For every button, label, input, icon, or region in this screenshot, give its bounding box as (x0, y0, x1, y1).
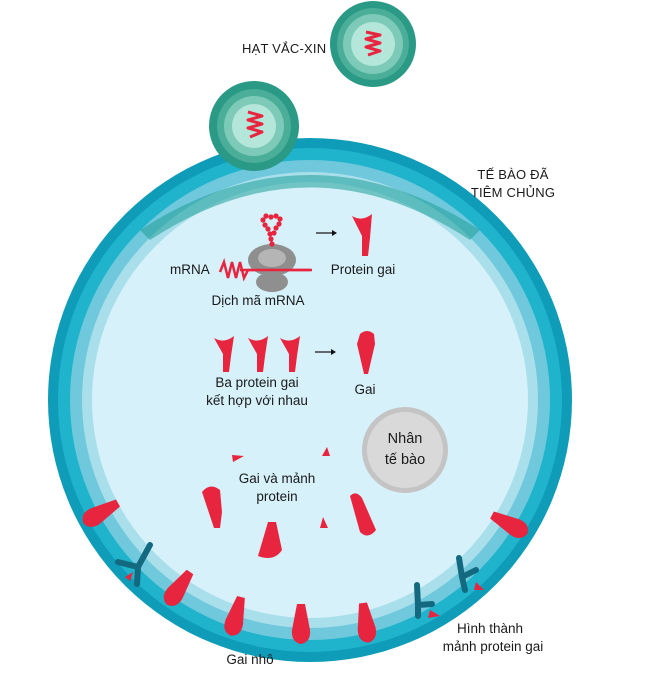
spike-protein-icon (248, 336, 268, 372)
receptors (115, 542, 479, 619)
spike-protein-icon (214, 336, 234, 372)
mrna-wave-icon (218, 257, 310, 282)
spike-protein-icon (280, 336, 300, 372)
peptide-chain-icon (260, 213, 283, 247)
spike-icon (202, 486, 222, 528)
label-fragments-line1: Gai và mảnh (238, 471, 316, 486)
label-three-proteins-line1: Ba protein gai (215, 375, 299, 390)
spike-protein-icon (352, 214, 372, 256)
translation-ribosome (218, 213, 312, 292)
assembled-spike-icon (357, 331, 375, 374)
label-vaccinated-cell-line1: TẾ BÀO ĐÃ (477, 167, 549, 182)
label-nucleus-line1: Nhân (387, 431, 423, 447)
free-spikes (202, 447, 376, 558)
label-vaccine-particle: HẠT VẮC-XIN (242, 41, 327, 56)
vaccine-particle-fusing (209, 81, 299, 171)
protein-fragment-icon (125, 572, 133, 581)
spike-fragments-outside (125, 572, 484, 618)
protein-fragment-icon (474, 582, 484, 590)
label-fragment-formation-line2: mảnh protein gai (442, 639, 544, 654)
label-spike: Gai (354, 382, 376, 397)
protein-fragment-icon (320, 517, 328, 528)
cell-nucleus (362, 407, 448, 493)
mrna-coil-icon (246, 110, 264, 139)
mrna-coil-icon (364, 30, 382, 57)
vaccine-particle-free (330, 1, 416, 87)
label-vaccinated-cell-line2: TIÊM CHỦNG (470, 185, 556, 200)
vaccinated-cell (48, 138, 572, 662)
label-translation: Dịch mã mRNA (211, 293, 305, 308)
protein-fragment-icon (232, 455, 244, 462)
y-shaped-receptor-icon (115, 542, 153, 587)
spike-icon (258, 522, 282, 558)
label-spike-protein: Protein gai (330, 262, 396, 277)
cytoplasm (92, 182, 528, 618)
y-shaped-receptor-icon (456, 555, 479, 593)
protein-fragment-icon (322, 447, 330, 456)
label-nucleus-line2: tế bào (384, 452, 426, 468)
right-arrow-icon (316, 230, 337, 236)
y-shaped-receptor-icon (414, 582, 435, 619)
label-fragment-formation-line1: Hình thành (456, 621, 524, 636)
label-three-proteins-line2: kết hợp với nhau (206, 393, 308, 408)
label-surface-spikes: Gai nhô (226, 652, 274, 667)
protein-fragment-icon (428, 610, 440, 618)
label-fragments-line2: protein (256, 489, 298, 504)
spike-icon (350, 493, 376, 536)
label-mrna: mRNA (170, 262, 210, 277)
right-arrow-icon (315, 349, 336, 355)
